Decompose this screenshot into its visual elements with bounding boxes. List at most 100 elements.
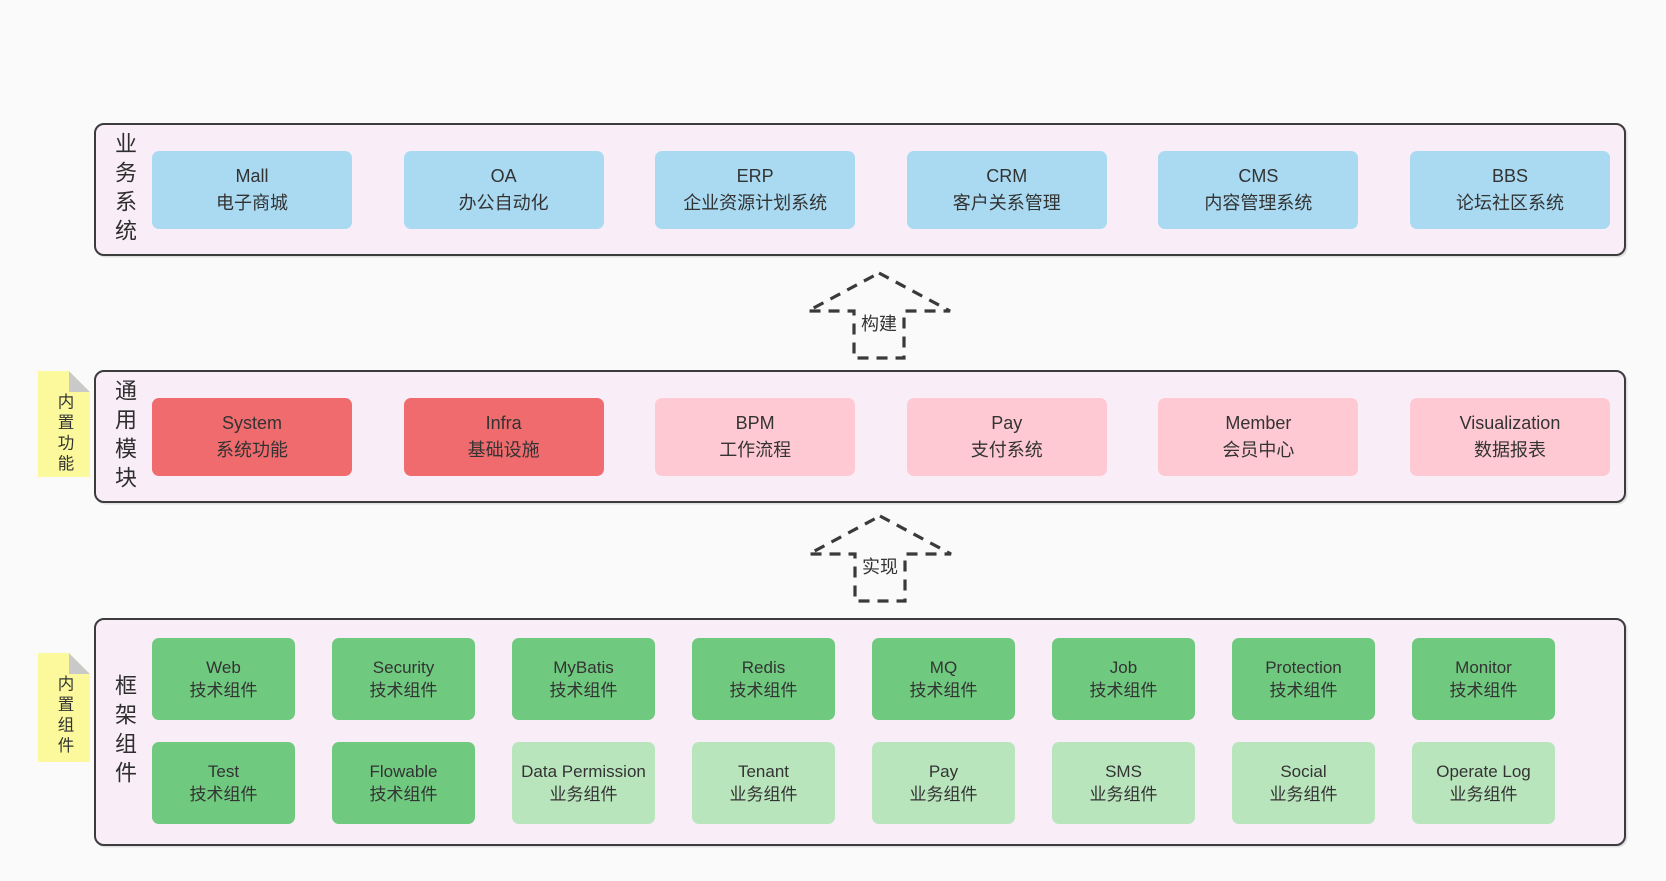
box-name: ERP (736, 165, 774, 186)
modules-boxes-row: System 系统功能 Infra 基础设施 BPM 工作流程 Pay 支付系统… (152, 372, 1624, 501)
box-name: OA (490, 165, 517, 186)
box-name: BPM (735, 412, 775, 433)
box-desc: 业务组件 (1269, 785, 1338, 804)
component-box-social: Social 业务组件 (1232, 742, 1375, 824)
component-box-mybatis: MyBatis 技术组件 (512, 638, 655, 720)
box-name: CRM (986, 165, 1028, 186)
box-desc: 业务组件 (1089, 785, 1158, 804)
box-desc: 企业资源计划系统 (683, 192, 828, 213)
component-box-flowable: Flowable 技术组件 (332, 742, 475, 824)
system-box-crm: CRM 客户关系管理 (906, 150, 1107, 229)
dashed-up-arrow-icon (807, 271, 951, 360)
folded-corner-icon (69, 371, 90, 392)
system-box-mall: Mall 电子商城 (152, 150, 352, 229)
sticky-note-builtin-functions: 内置功能 (38, 371, 90, 477)
box-desc: 技术组件 (1269, 681, 1338, 700)
implement-arrow: 实现 (800, 513, 960, 605)
module-box-member: Member 会员中心 (1158, 397, 1359, 476)
box-desc: 技术组件 (369, 785, 438, 804)
framework-components-band: 框架组件 Web 技术组件 Security 技术组件 MyBatis 技术组件… (94, 618, 1626, 846)
box-name: Member (1225, 412, 1292, 433)
box-name: SMS (1105, 761, 1142, 781)
box-desc: 技术组件 (1449, 681, 1518, 700)
box-desc: 客户关系管理 (952, 192, 1061, 213)
component-box-sms: SMS 业务组件 (1052, 742, 1195, 824)
system-box-cms: CMS 内容管理系统 (1158, 150, 1359, 229)
box-name: BBS (1491, 165, 1528, 186)
box-desc: 业务组件 (909, 785, 978, 804)
build-arrow: 构建 (799, 270, 959, 362)
box-name: Social (1280, 761, 1327, 781)
box-name: CMS (1238, 165, 1279, 186)
component-box-test: Test 技术组件 (152, 742, 295, 824)
sticky-modules-label: 内置功能 (55, 393, 73, 475)
components-boxes-grid: Web 技术组件 Security 技术组件 MyBatis 技术组件 Redi… (152, 620, 1624, 844)
box-desc: 会员中心 (1222, 439, 1295, 460)
box-name: MyBatis (553, 657, 614, 677)
box-desc: 技术组件 (189, 681, 258, 700)
box-desc: 业务组件 (1449, 785, 1518, 804)
component-box-monitor: Monitor 技术组件 (1412, 638, 1555, 720)
box-name: Operate Log (1436, 761, 1531, 781)
box-name: Pay (928, 761, 959, 781)
box-desc: 论坛社区系统 (1455, 192, 1564, 213)
box-name: Mall (235, 165, 269, 186)
box-name: System (221, 412, 282, 433)
business-band-label: 业务系统 (112, 131, 137, 248)
module-box-system: System 系统功能 (152, 397, 352, 476)
box-desc: 系统功能 (216, 439, 288, 460)
band-label-column: 业务系统 (96, 125, 152, 254)
box-name: Visualization (1459, 412, 1561, 433)
box-desc: 技术组件 (549, 681, 618, 700)
box-desc: 电子商城 (216, 192, 288, 213)
box-desc: 技术组件 (909, 681, 978, 700)
box-desc: 数据报表 (1473, 439, 1546, 460)
module-box-bpm: BPM 工作流程 (655, 397, 856, 476)
component-box-operate-log: Operate Log 业务组件 (1412, 742, 1555, 824)
build-arrow-label: 构建 (858, 310, 900, 336)
box-desc: 技术组件 (729, 681, 798, 700)
component-box-security: Security 技术组件 (332, 638, 475, 720)
implement-arrow-label: 实现 (859, 553, 901, 579)
band-label-column: 框架组件 (96, 620, 152, 844)
module-box-visualization: Visualization 数据报表 (1409, 397, 1610, 476)
components-band-label: 框架组件 (112, 674, 137, 790)
sticky-components-label: 内置组件 (55, 675, 73, 757)
box-desc: 支付系统 (970, 439, 1043, 460)
system-box-oa: OA 办公自动化 (403, 150, 604, 229)
folded-corner-icon (69, 653, 90, 674)
module-box-infra: Infra 基础设施 (403, 397, 604, 476)
component-box-mq: MQ 技术组件 (872, 638, 1015, 720)
box-desc: 技术组件 (1089, 681, 1158, 700)
box-name: Data Permission (521, 761, 646, 781)
box-name: Web (206, 657, 241, 677)
box-desc: 业务组件 (729, 785, 798, 804)
dashed-up-arrow-icon (808, 514, 952, 603)
box-name: Job (1109, 657, 1138, 677)
box-name: Tenant (737, 761, 790, 781)
component-box-pay: Pay 业务组件 (872, 742, 1015, 824)
box-desc: 技术组件 (369, 681, 438, 700)
box-name: Protection (1265, 657, 1342, 677)
component-box-web: Web 技术组件 (152, 638, 295, 720)
modules-band-label: 通用模块 (112, 378, 137, 495)
band-label-column: 通用模块 (96, 372, 152, 501)
box-name: Test (207, 761, 240, 781)
component-box-protection: Protection 技术组件 (1232, 638, 1375, 720)
component-box-redis: Redis 技术组件 (692, 638, 835, 720)
business-boxes-row: Mall 电子商城 OA 办公自动化 ERP 企业资源计划系统 CRM 客户关系… (152, 125, 1624, 254)
box-desc: 内容管理系统 (1204, 192, 1313, 213)
box-desc: 办公自动化 (458, 192, 549, 213)
box-name: Infra (485, 412, 522, 433)
box-name: Redis (741, 657, 786, 677)
business-systems-band: 业务系统 Mall 电子商城 OA 办公自动化 ERP 企业资源计划系统 CRM… (94, 123, 1626, 256)
box-name: Monitor (1455, 657, 1512, 677)
box-name: Flowable (369, 761, 438, 781)
box-desc: 业务组件 (549, 785, 618, 804)
common-modules-band: 通用模块 System 系统功能 Infra 基础设施 BPM 工作流程 Pay… (94, 370, 1626, 503)
module-box-pay: Pay 支付系统 (906, 397, 1107, 476)
box-name: Security (372, 657, 435, 677)
component-box-job: Job 技术组件 (1052, 638, 1195, 720)
system-box-bbs: BBS 论坛社区系统 (1409, 150, 1610, 229)
box-desc: 基础设施 (467, 439, 540, 460)
